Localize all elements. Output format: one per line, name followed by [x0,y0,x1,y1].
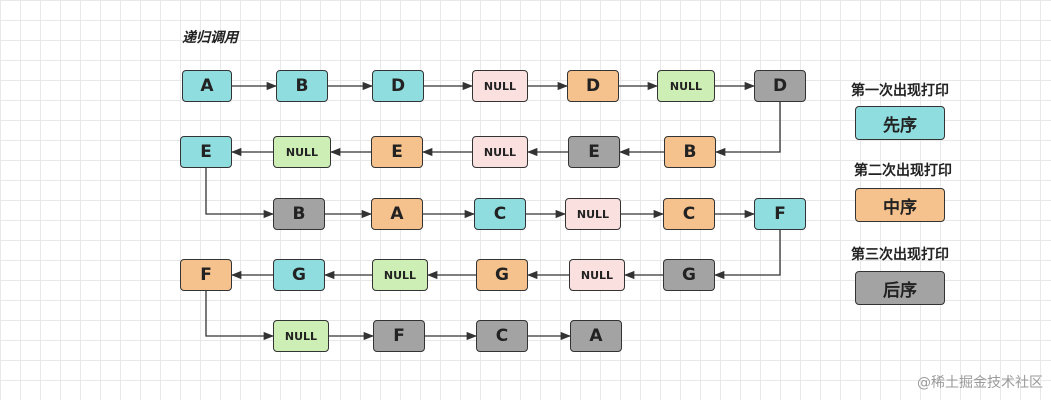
node-12: NULL [273,136,331,168]
legend-box-preorder: 先序 [855,106,945,140]
diagram-title: 递归调用 [182,30,238,46]
legend-caption-inorder: 第二次出现打印 [854,163,952,179]
edge-13 [205,168,275,219]
node-27: F [373,320,425,352]
edge-19 [713,230,781,280]
node-22: G [476,259,528,291]
node-9: E [568,136,620,168]
watermark: @稀土掘金技术社区 [917,375,1043,391]
legend-caption-postorder: 第三次出现打印 [851,247,949,263]
node-25: F [180,259,232,291]
node-6: NULL [657,70,715,102]
edge-7 [714,102,781,157]
node-26: NULL [273,320,329,352]
node-29: A [570,320,622,352]
node-2: B [276,70,328,102]
edge-25 [205,291,275,341]
node-24: G [273,259,325,291]
legend-caption-preorder: 第一次出现打印 [851,83,949,99]
node-3: D [372,70,424,102]
node-16: C [474,198,526,230]
legend-box-inorder: 中序 [855,188,945,222]
node-20: G [663,259,715,291]
node-23: NULL [372,259,428,291]
node-19: F [754,198,806,230]
node-17: NULL [565,198,621,230]
node-15: A [371,198,423,230]
node-14: B [273,198,325,230]
node-1: A [182,70,232,102]
legend-box-postorder: 后序 [855,271,945,305]
node-13: E [180,136,232,168]
node-10: NULL [472,136,528,168]
node-18: C [663,198,715,230]
node-11: E [371,136,423,168]
node-21: NULL [569,259,625,291]
node-8: B [664,136,716,168]
node-4: NULL [472,70,528,102]
node-28: C [476,320,528,352]
node-7: D [754,70,806,102]
node-5: D [567,70,619,102]
